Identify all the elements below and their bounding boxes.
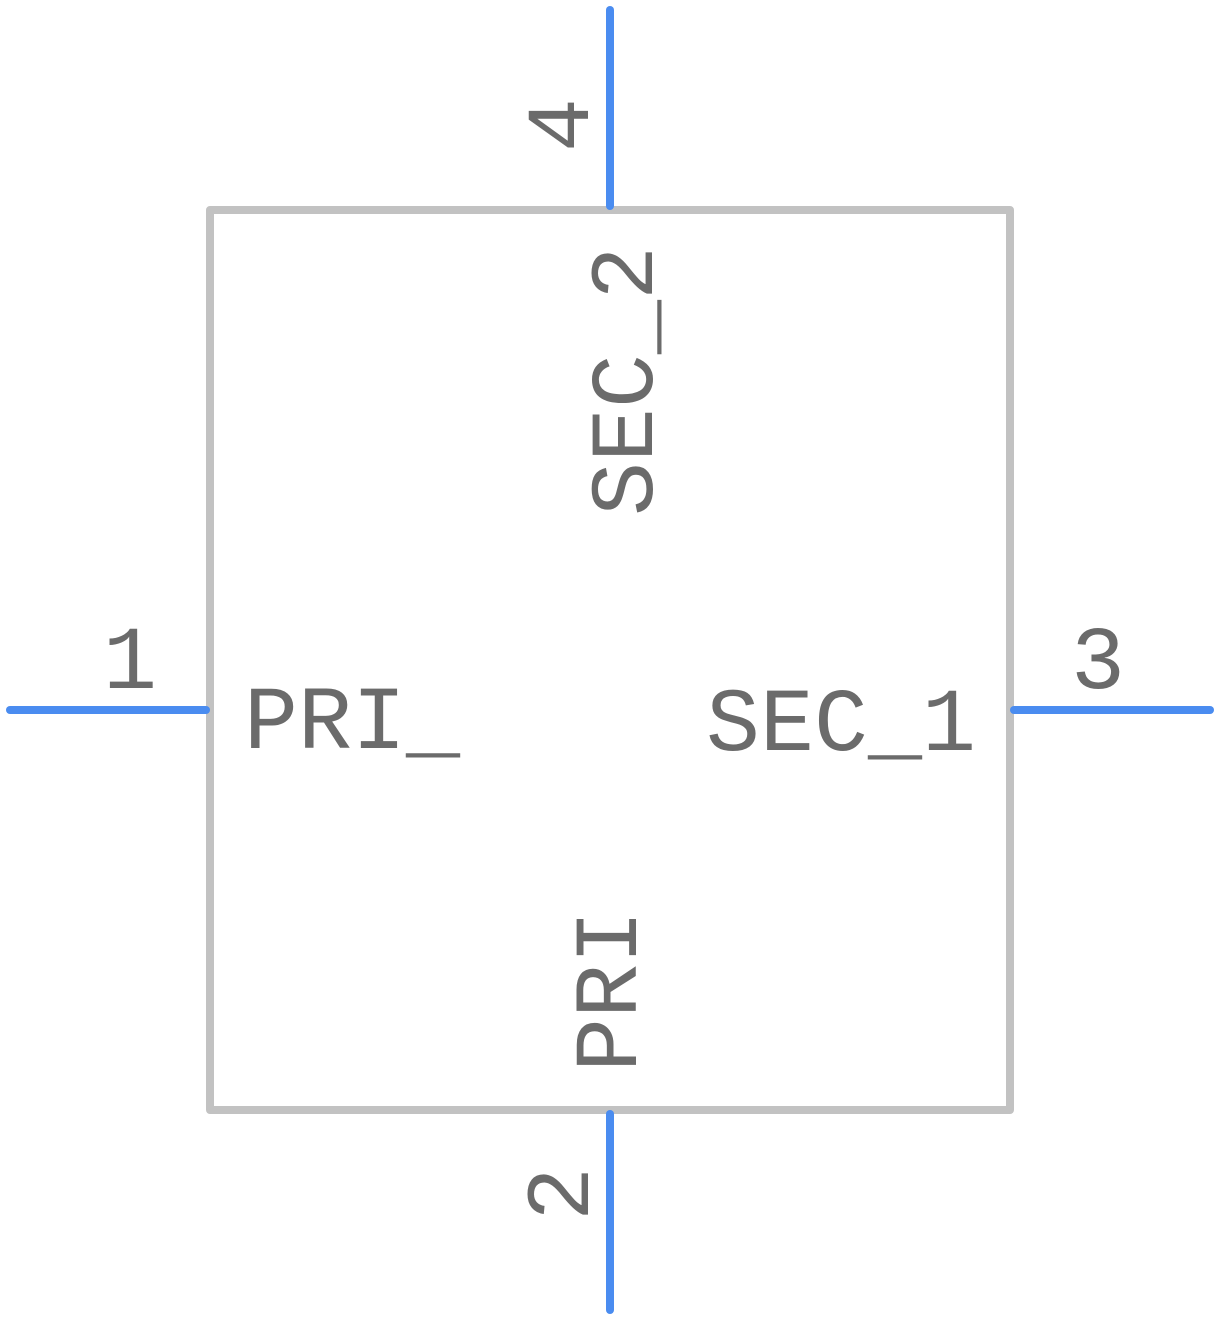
pin-2-name: PRI (562, 910, 664, 1072)
pin-1-name: PRI_ (244, 674, 461, 776)
pin-2-number: 2 (514, 1167, 616, 1221)
pin-4-number: 4 (514, 98, 616, 152)
pin-3-number: 3 (1071, 614, 1125, 716)
pin-4-name: SEC_2 (578, 246, 680, 516)
pin-1-number: 1 (103, 614, 157, 716)
pin-3-name: SEC_1 (706, 676, 976, 778)
